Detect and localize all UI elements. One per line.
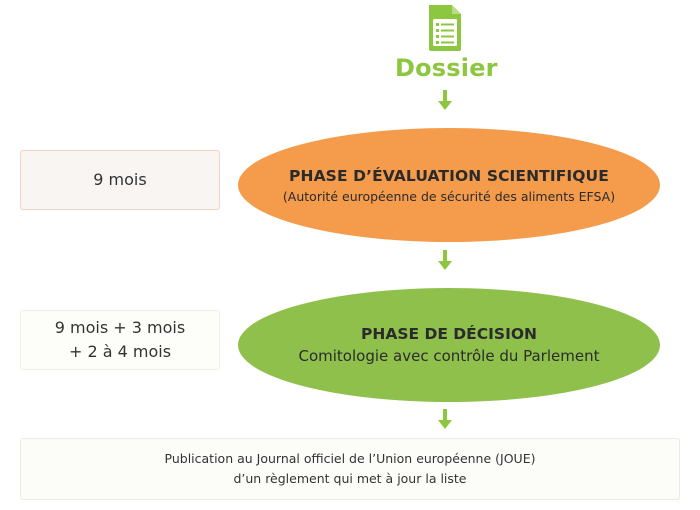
- phase-decision-ellipse: PHASE DE DÉCISION Comitologie avec contr…: [238, 288, 660, 402]
- publication-line-2: d’un règlement qui met à jour la liste: [233, 471, 467, 486]
- arrow-down-icon: [438, 250, 452, 270]
- duration-box-decision: 9 mois + 3 mois + 2 à 4 mois: [20, 310, 220, 370]
- arrow-down-icon: [438, 90, 452, 110]
- duration-line-2: + 2 à 4 mois: [68, 342, 172, 361]
- duration-line-1: 9 mois + 3 mois: [54, 318, 186, 337]
- publication-box: Publication au Journal officiel de l’Uni…: [20, 438, 680, 500]
- phase-title: PHASE D’ÉVALUATION SCIENTIFIQUE: [289, 166, 609, 185]
- document-list-icon: [429, 5, 461, 51]
- phase-title: PHASE DE DÉCISION: [360, 325, 537, 343]
- dossier-title: Dossier: [395, 54, 498, 82]
- publication-line-1: Publication au Journal officiel de l’Uni…: [164, 451, 536, 466]
- arrow-down-icon: [438, 409, 452, 429]
- duration-label: 9 mois: [93, 170, 147, 189]
- duration-box-evaluation: 9 mois: [20, 150, 220, 210]
- phase-subtitle: Comitologie avec contrôle du Parlement: [298, 347, 600, 365]
- phase-evaluation-ellipse: PHASE D’ÉVALUATION SCIENTIFIQUE (Autorit…: [238, 128, 660, 242]
- phase-subtitle: (Autorité européenne de sécurité des ali…: [282, 188, 616, 204]
